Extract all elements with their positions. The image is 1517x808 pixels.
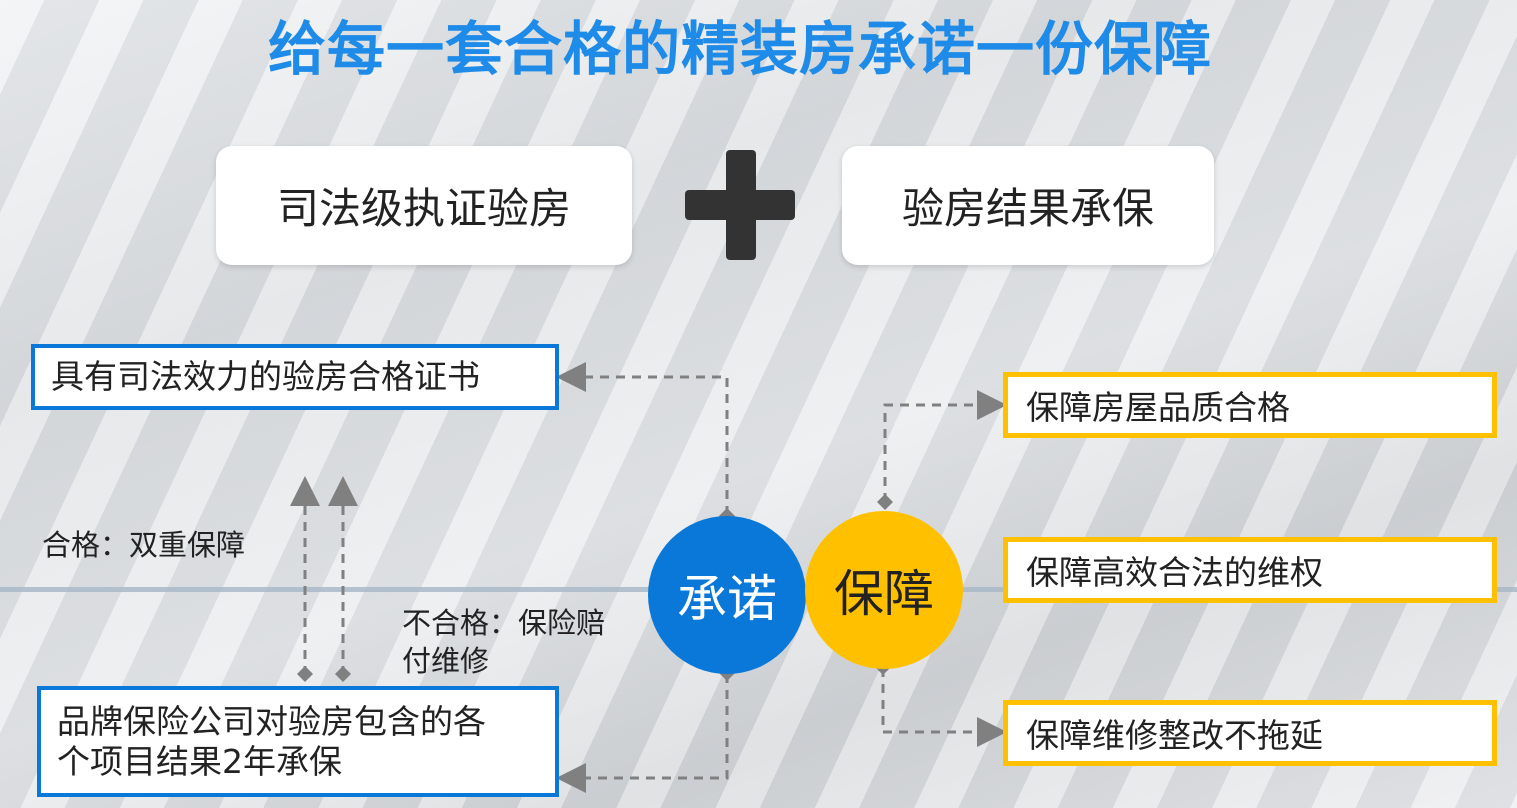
guarantee-item-label: 保障高效合法的维权 [1026, 553, 1323, 592]
insurance-box: 品牌保险公司对验房包含的各 个项目结果2年承保 [37, 686, 559, 797]
unqualified-label: 不合格：保险赔付维修 [402, 606, 606, 678]
insurance-line-1: 品牌保险公司对验房包含的各 [57, 701, 486, 741]
judicial-inspection-label: 司法级执证验房 [276, 184, 571, 233]
guarantee-item: 保障高效合法的维权 [1003, 537, 1497, 603]
guarantee-item-label: 保障维修整改不拖延 [1026, 716, 1323, 755]
certificate-box: 具有司法效力的验房合格证书 [31, 344, 559, 410]
guarantee-circle: 保障 [805, 511, 963, 669]
guarantee-item: 保障房屋品质合格 [1003, 372, 1497, 438]
certificate-label: 具有司法效力的验房合格证书 [51, 357, 480, 397]
insurance-line-2: 个项目结果2年承保 [57, 741, 342, 781]
guarantee-item-label: 保障房屋品质合格 [1026, 388, 1290, 427]
judicial-inspection-box: 司法级执证验房 [216, 146, 632, 265]
guarantee-label: 保障 [834, 565, 934, 623]
result-insurance-label: 验房结果承保 [901, 184, 1154, 233]
qualified-label: 合格：双重保障 [42, 528, 246, 562]
promise-label: 承诺 [677, 570, 777, 628]
page-title: 给每一套合格的精装房承诺一份保障 [267, 15, 1212, 83]
result-insurance-box: 验房结果承保 [842, 146, 1214, 265]
promise-circle: 承诺 [648, 516, 806, 674]
guarantee-item: 保障维修整改不拖延 [1003, 700, 1497, 766]
